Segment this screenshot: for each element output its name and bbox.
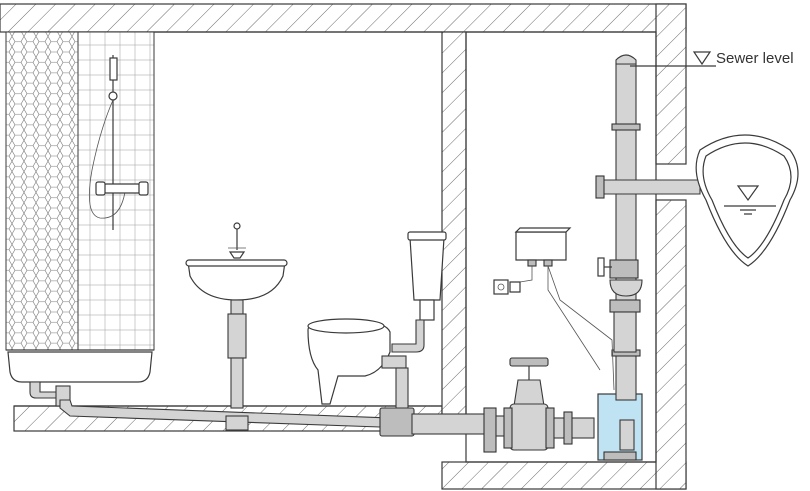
rising-main xyxy=(595,54,701,401)
shower-area xyxy=(5,31,155,407)
control-box xyxy=(493,227,615,391)
toilet xyxy=(307,231,447,411)
gate-valve xyxy=(503,357,595,451)
main-drain-pipe xyxy=(59,399,521,453)
wash-basin xyxy=(185,222,288,409)
sewer-level-marker: Sewer level xyxy=(630,50,794,67)
sewer-level-label: Sewer level xyxy=(716,50,794,67)
pump-tank xyxy=(597,393,643,461)
sewer-pipe xyxy=(695,134,799,267)
